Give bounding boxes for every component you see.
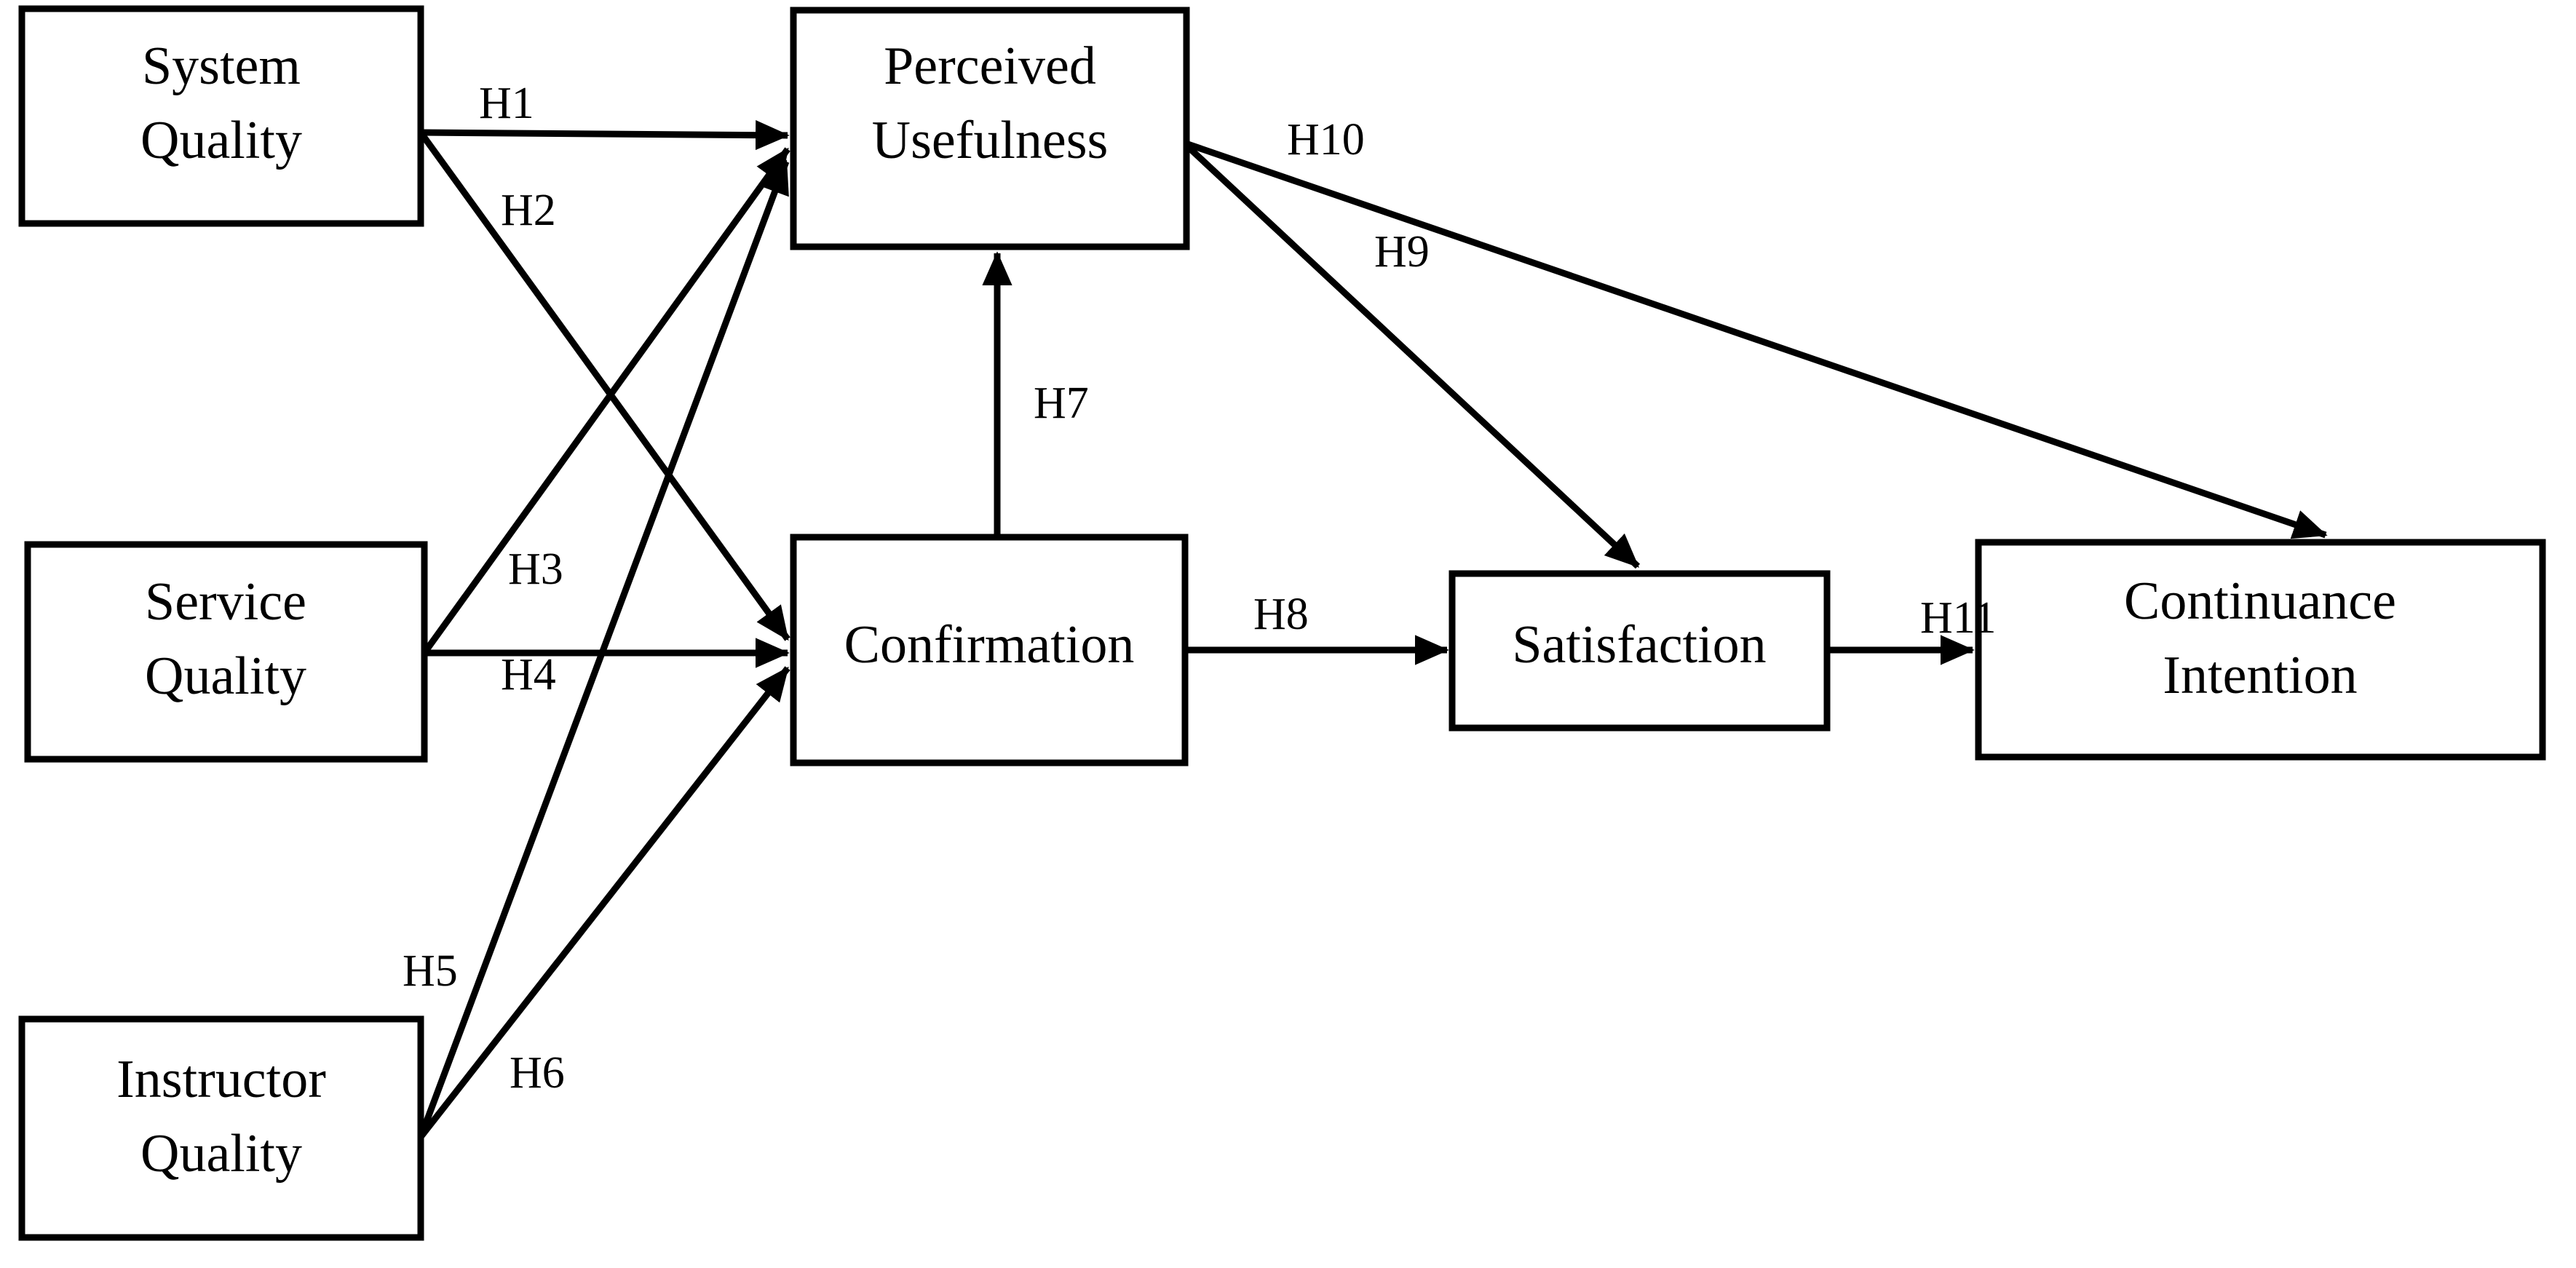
node-box-service-quality[interactable] <box>24 541 428 763</box>
hypothesis-label-H6: H6 <box>510 1048 565 1098</box>
hypothesis-label-H5: H5 <box>403 946 458 996</box>
node-label-system-quality-line1: System <box>142 36 301 96</box>
node-box-perceived-usefulness[interactable] <box>790 7 1190 250</box>
node-label-confirmation: Confirmation <box>844 615 1135 675</box>
hypothesis-label-H8: H8 <box>1253 590 1309 639</box>
node-box-instructor-quality[interactable] <box>18 1015 424 1241</box>
path-line-H9 <box>1181 140 1641 569</box>
node-label-system-quality-line2: Quality <box>140 111 302 170</box>
node-label-service-quality-line1: Service <box>145 572 306 632</box>
construct-nodes: System Quality Perceived Usefulness Serv… <box>18 5 2546 1241</box>
path-line-H5 <box>417 159 790 1138</box>
hypothesis-label-H10: H10 <box>1287 115 1365 165</box>
path-lines <box>417 120 2328 1139</box>
node-label-continuance-intention-line1: Continuance <box>2124 571 2396 631</box>
path-line-H1 <box>420 120 790 151</box>
hypothesis-label-H1: H1 <box>479 79 534 128</box>
hypothesis-label-H2: H2 <box>501 186 556 235</box>
node-continuance-intention[interactable]: Continuance Intention <box>1975 539 2546 761</box>
hypothesis-label-H11: H11 <box>1920 593 1996 643</box>
node-label-instructor-quality-line2: Quality <box>140 1124 302 1184</box>
node-box-confirmation[interactable] <box>790 534 1189 766</box>
node-system-quality[interactable]: System Quality <box>18 5 424 227</box>
node-label-perceived-usefulness-line1: Perceived <box>884 36 1096 96</box>
node-confirmation[interactable]: Confirmation <box>790 534 1189 766</box>
hypothesis-label-H3: H3 <box>508 544 563 594</box>
node-label-perceived-usefulness-line2: Usefulness <box>872 111 1109 170</box>
hypothesis-labels: H1 H2 H3 H4 H5 H6 H7 H8 H9 H10 H11 <box>403 79 1996 1098</box>
hypothesis-label-H4: H4 <box>501 650 556 700</box>
node-satisfaction[interactable]: Satisfaction <box>1448 570 1831 732</box>
path-line-H3 <box>421 147 790 655</box>
node-box-continuance-intention[interactable] <box>1975 539 2546 761</box>
hypothesis-label-H7: H7 <box>1034 379 1089 428</box>
node-box-satisfaction[interactable] <box>1448 570 1831 732</box>
node-label-instructor-quality-line1: Instructor <box>116 1050 326 1109</box>
node-label-continuance-intention-line2: Intention <box>2163 646 2357 705</box>
hypothesis-label-H9: H9 <box>1374 227 1430 277</box>
path-line-H2 <box>418 130 790 641</box>
node-instructor-quality[interactable]: Instructor Quality <box>18 1015 424 1241</box>
node-box-system-quality[interactable] <box>18 5 424 227</box>
node-label-satisfaction: Satisfaction <box>1512 615 1766 675</box>
path-line-H6 <box>418 666 790 1139</box>
path-line-H10 <box>1182 139 2328 539</box>
node-perceived-usefulness[interactable]: Perceived Usefulness <box>790 7 1190 250</box>
node-label-service-quality-line2: Quality <box>145 646 306 706</box>
node-service-quality[interactable]: Service Quality <box>24 541 428 763</box>
